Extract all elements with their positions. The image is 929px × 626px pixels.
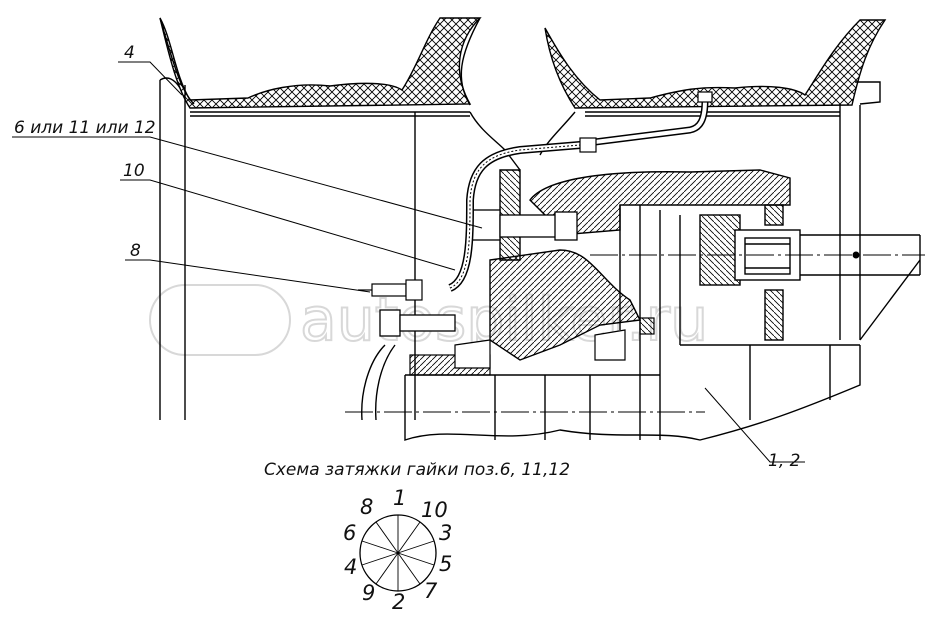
bolt-number-10: 10 — [421, 498, 448, 522]
leader-lines — [12, 61, 805, 463]
bolt-number-1: 1 — [393, 486, 406, 510]
bolt-number-5: 5 — [439, 552, 452, 576]
bolt-number-7: 7 — [424, 579, 438, 603]
left-tire — [159, 17, 482, 109]
air-hose — [448, 91, 713, 292]
bolt-number-4: 4 — [344, 555, 357, 579]
callout-tire: 4 — [124, 43, 135, 63]
right-tire — [544, 19, 887, 109]
callout-hub: 1, 2 — [768, 451, 800, 471]
callout-valve: 8 — [130, 241, 141, 261]
axle-shaft — [361, 259, 921, 441]
bolt-number-2: 2 — [392, 590, 405, 614]
bearings — [409, 317, 655, 376]
stud-bolts — [379, 209, 578, 337]
bolt-number-6: 6 — [343, 521, 356, 545]
callout-studs: 6 или 11 или 12 — [14, 118, 156, 138]
bolt-number-8: 8 — [360, 495, 373, 519]
valve — [358, 279, 423, 301]
centerlines — [345, 251, 925, 413]
bolt-number-9: 9 — [362, 581, 375, 605]
tightening-scheme: Схема затяжки гайки поз.6, 11,12 1 10 3 … — [264, 460, 570, 614]
bolt-spokes — [361, 515, 435, 591]
scheme-title: Схема затяжки гайки поз.6, 11,12 — [264, 460, 570, 480]
bolt-number-3: 3 — [439, 521, 452, 545]
callout-labels: 4 6 или 11 или 12 10 8 1, 2 — [14, 43, 800, 471]
callout-hose: 10 — [123, 161, 145, 181]
